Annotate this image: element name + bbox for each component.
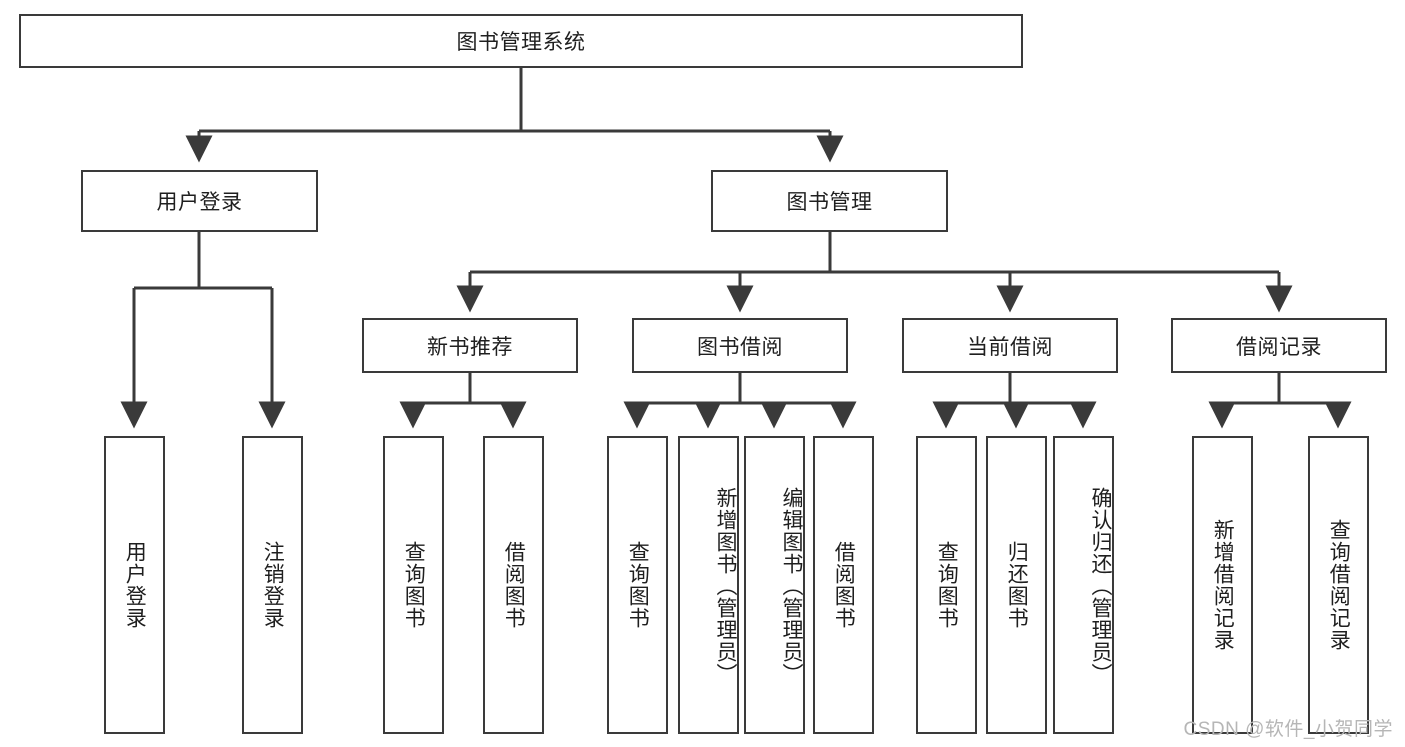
leaf-current-borrow-query-book[interactable]: 查询图书 (916, 436, 977, 734)
node-label: 图书管理系统 (456, 31, 586, 54)
node-label: 借阅图书 (832, 541, 856, 629)
node-root-book-management-system[interactable]: 图书管理系统 (19, 14, 1023, 68)
node-label: 用户登录 (123, 541, 147, 629)
watermark-text: CSDN @软件_小贺同学 (1183, 719, 1393, 740)
node-label: 借阅图书 (502, 541, 526, 629)
leaf-book-borrow-add-book-admin[interactable]: 新增图书（管理员） (678, 436, 739, 734)
leaf-book-borrow-edit-book-admin[interactable]: 编辑图书（管理员） (744, 436, 805, 734)
node-label: 查询图书 (402, 541, 426, 629)
node-user-login[interactable]: 用户登录 (81, 170, 318, 232)
node-label: 编辑图书（管理员） (780, 487, 803, 685)
node-label: 图书管理 (786, 191, 873, 214)
node-book-borrow[interactable]: 图书借阅 (632, 318, 848, 373)
node-book-management[interactable]: 图书管理 (711, 170, 948, 232)
node-label: 用户登录 (156, 191, 243, 214)
leaf-user-login-login[interactable]: 用户登录 (104, 436, 165, 734)
leaf-current-borrow-confirm-return-admin[interactable]: 确认归还（管理员） (1053, 436, 1114, 734)
leaf-new-book-borrow-book[interactable]: 借阅图书 (483, 436, 544, 734)
node-current-borrow[interactable]: 当前借阅 (902, 318, 1118, 373)
leaf-book-borrow-query-book[interactable]: 查询图书 (607, 436, 668, 734)
leaf-borrow-record-add-record[interactable]: 新增借阅记录 (1192, 436, 1253, 734)
node-new-book-recommend[interactable]: 新书推荐 (362, 318, 578, 373)
node-label: 查询图书 (935, 541, 959, 629)
leaf-current-borrow-return-book[interactable]: 归还图书 (986, 436, 1047, 734)
node-label: 注销登录 (261, 541, 285, 629)
leaf-borrow-record-query-record[interactable]: 查询借阅记录 (1308, 436, 1369, 734)
node-label: 查询借阅记录 (1327, 519, 1351, 651)
node-label: 当前借阅 (967, 335, 1053, 359)
node-label: 归还图书 (1005, 541, 1029, 629)
node-label: 借阅记录 (1236, 335, 1322, 359)
node-borrow-record[interactable]: 借阅记录 (1171, 318, 1387, 373)
leaf-user-login-logout[interactable]: 注销登录 (242, 436, 303, 734)
node-label: 新增借阅记录 (1211, 519, 1235, 651)
node-label: 新增图书（管理员） (714, 487, 737, 685)
node-label: 确认归还（管理员） (1089, 487, 1112, 685)
node-label: 查询图书 (626, 541, 650, 629)
leaf-new-book-query-book[interactable]: 查询图书 (383, 436, 444, 734)
node-label: 新书推荐 (427, 335, 513, 359)
leaf-book-borrow-borrow-book[interactable]: 借阅图书 (813, 436, 874, 734)
node-label: 图书借阅 (697, 335, 783, 359)
